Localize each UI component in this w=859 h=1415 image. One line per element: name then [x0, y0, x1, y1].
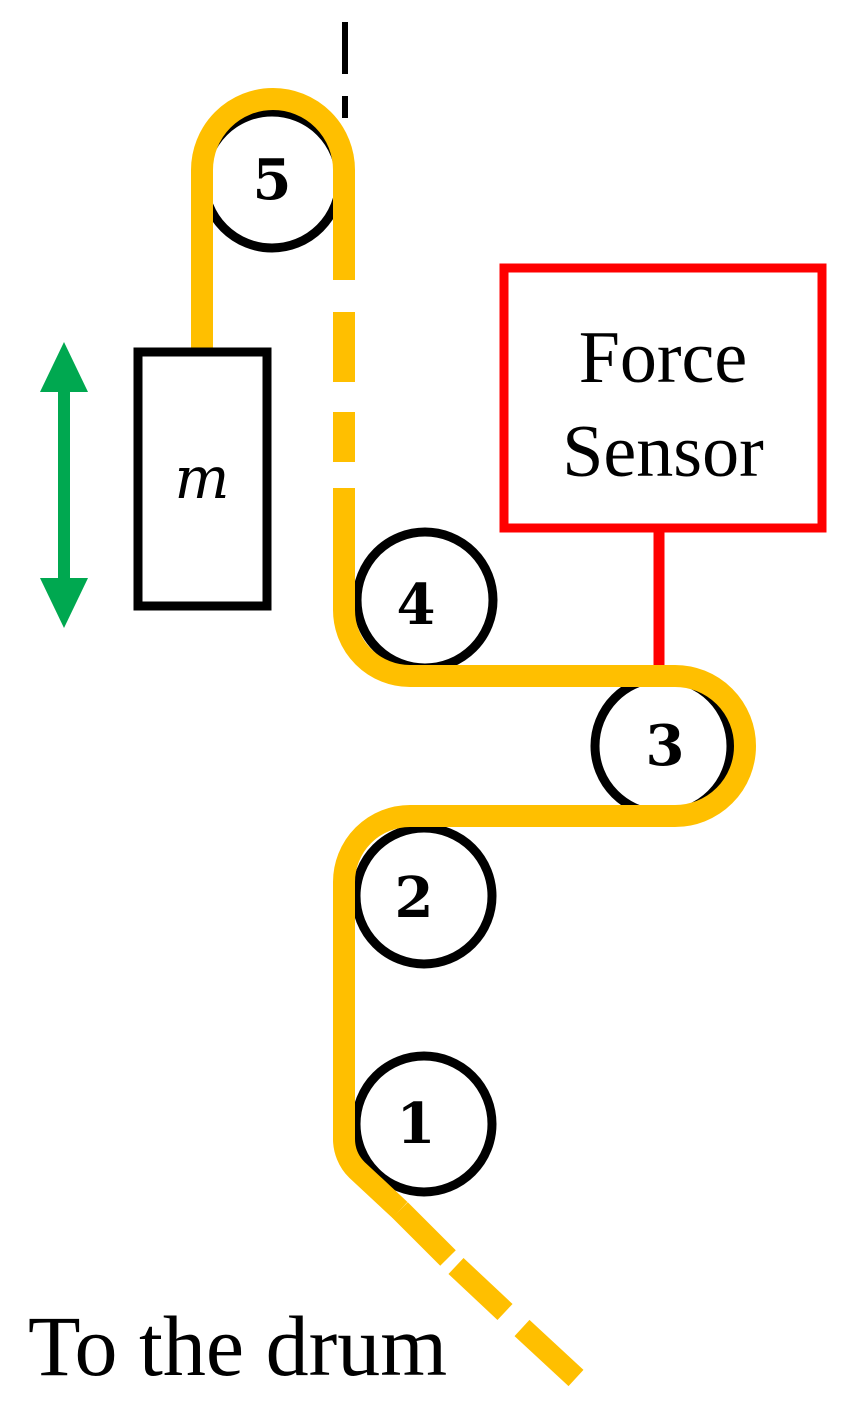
pulley-2-label: 2: [395, 865, 434, 931]
force-sensor-line-1: Force: [579, 317, 748, 399]
double-headed-vertical-arrow-icon: [40, 342, 88, 628]
cable-segment-top: [191, 88, 355, 350]
pulley-2: [351, 823, 497, 969]
pulley-4-label: 4: [397, 572, 436, 638]
force-sensor-box: [499, 263, 827, 533]
mass: m: [133, 347, 272, 611]
pulley-1: [351, 1051, 497, 1197]
mass-box: [133, 347, 272, 611]
drum-caption: To the drum: [28, 1298, 447, 1394]
cable-segment-tail-2: [448, 1257, 513, 1321]
pulley-3-label: 3: [646, 713, 685, 779]
cable: [191, 88, 756, 1387]
pulley-5-label: 5: [253, 147, 292, 213]
cable-segment-tail-1: [392, 1202, 456, 1266]
pulley-1-label: 1: [397, 1091, 436, 1157]
force-sensor: Force Sensor: [499, 263, 827, 533]
cable-segment-main: [333, 488, 756, 1219]
cable-segment-tail-3: [514, 1319, 584, 1387]
mass-label: m: [175, 444, 230, 512]
force-sensor-line-2: Sensor: [562, 411, 763, 493]
